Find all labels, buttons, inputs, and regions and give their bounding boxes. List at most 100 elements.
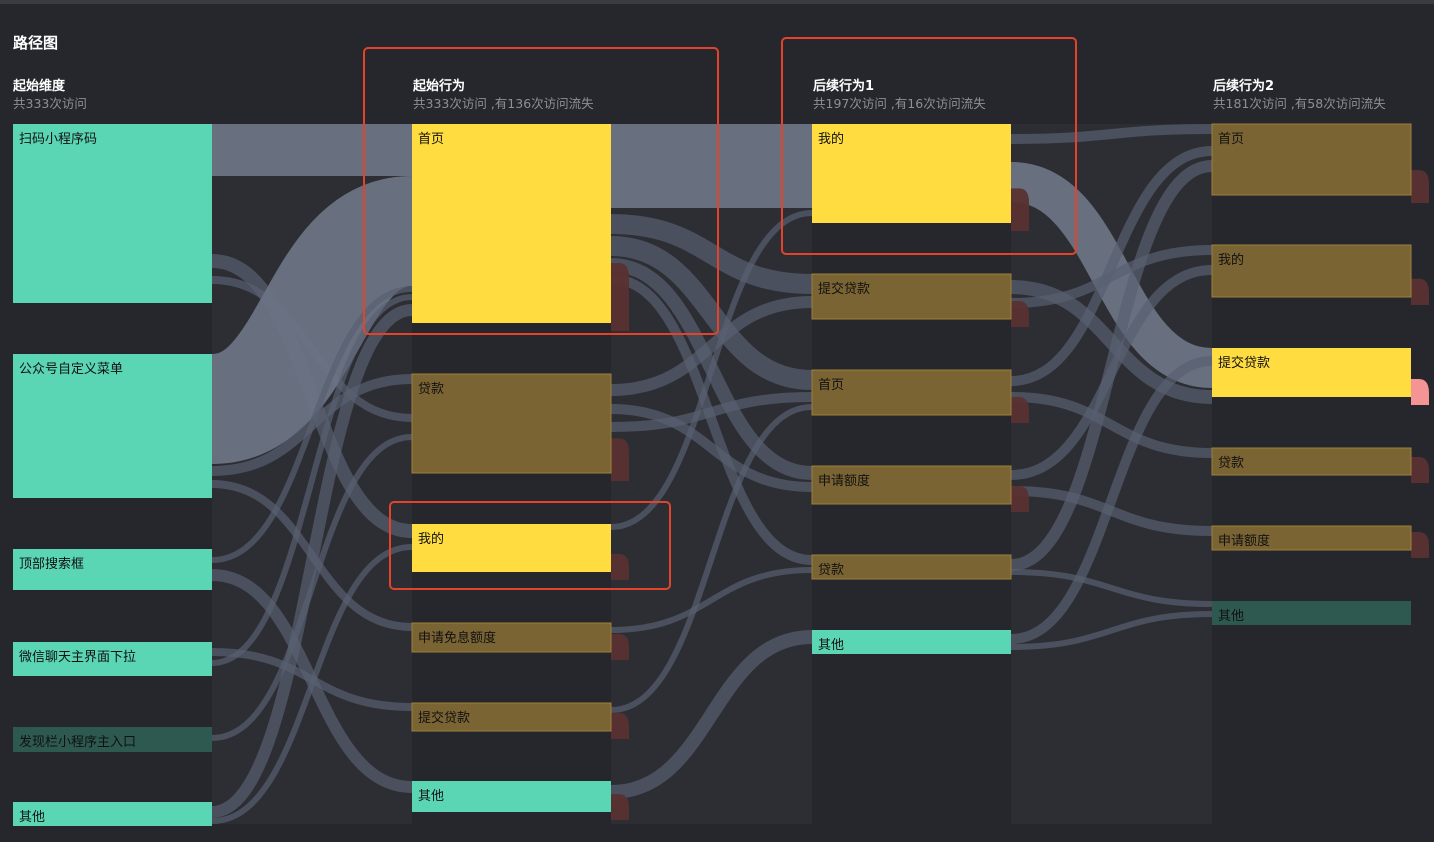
node-rect (411, 702, 612, 732)
top-bar (0, 0, 1434, 4)
node-label: 贷款 (1218, 456, 1244, 471)
flow-link (610, 210, 813, 530)
churn-tail (1411, 278, 1429, 305)
annotation-box (781, 37, 1077, 255)
sankey-node[interactable]: 首页 (1211, 123, 1412, 196)
flow-link (610, 296, 813, 396)
column-header-1: 起始行为 共333次访问 ,有136次访问流失 (413, 78, 594, 113)
churn-tail (1411, 457, 1429, 483)
node-label: 其他 (1218, 609, 1244, 624)
node-label: 其他 (418, 789, 444, 804)
node-rect (1211, 447, 1412, 476)
node-rect (412, 124, 611, 323)
annotation-box (389, 501, 671, 590)
node-label: 首页 (1218, 132, 1244, 147)
node-rect (811, 369, 1012, 416)
flow-link (610, 236, 813, 390)
sankey-node[interactable]: 提交贷款 (1212, 348, 1411, 397)
sankey-node[interactable]: 扫码小程序码 (13, 124, 212, 303)
node-label: 顶部搜索框 (19, 557, 84, 572)
flow-link (1010, 611, 1213, 650)
churn-tail (611, 554, 629, 580)
flow-link (610, 392, 813, 432)
node-label: 扫码小程序码 (19, 132, 97, 147)
sankey-node[interactable]: 提交贷款 (411, 702, 612, 732)
flow-link (610, 214, 813, 294)
node-rect (1211, 525, 1412, 551)
flow-link (211, 286, 413, 563)
flow-link (1010, 356, 1213, 644)
sankey-node[interactable]: 贷款 (411, 373, 612, 474)
sankey-node[interactable]: 贷款 (1211, 447, 1412, 476)
sankey-node[interactable]: 我的 (812, 124, 1011, 223)
node-label: 贷款 (818, 563, 844, 578)
flow-link (207, 176, 417, 464)
sankey-node[interactable]: 我的 (412, 524, 611, 572)
node-label: 其他 (19, 810, 45, 825)
sankey-node[interactable]: 其他 (412, 781, 611, 812)
churn-tail (611, 438, 629, 481)
node-label: 申请额度 (818, 473, 870, 489)
sankey-node[interactable]: 申请免息额度 (411, 622, 612, 653)
node-rect (13, 727, 212, 752)
column-title: 后续行为2 (1213, 79, 1275, 94)
sankey-node[interactable]: 其他 (1212, 601, 1411, 625)
node-rect (811, 554, 1012, 580)
links-layer (207, 123, 1214, 824)
sankey-node[interactable]: 发现栏小程序主入口 (13, 727, 212, 752)
node-label: 发现栏小程序主入口 (19, 734, 136, 750)
column-header-3: 后续行为2 共181次访问 ,有58次访问流失 (1213, 78, 1386, 113)
node-label: 提交贷款 (1218, 355, 1270, 371)
column-subtitle: 共181次访问 ,有58次访问流失 (1213, 96, 1386, 111)
annotation-layer (363, 37, 1077, 590)
node-label: 首页 (818, 378, 844, 393)
flow-link (610, 404, 813, 713)
sankey-node[interactable]: 首页 (412, 124, 611, 323)
column-header-2: 后续行为1 共197次访问 ,有16次访问流失 (813, 78, 986, 113)
churn-tail (1411, 170, 1429, 203)
node-rect (812, 630, 1011, 654)
sankey-node[interactable]: 其他 (13, 802, 212, 826)
sankey-node[interactable]: 顶部搜索框 (13, 549, 212, 590)
flow-link (1010, 146, 1213, 386)
churn-tail (1011, 397, 1029, 423)
node-rect (13, 802, 212, 826)
node-label: 其他 (818, 638, 844, 653)
node-rect (13, 642, 212, 676)
sankey-node[interactable]: 提交贷款 (811, 273, 1012, 320)
node-rect (812, 124, 1011, 223)
node-rect (412, 524, 611, 572)
sankey-node[interactable]: 公众号自定义菜单 (13, 354, 212, 498)
flow-link (211, 544, 413, 824)
flow-link (1010, 569, 1213, 607)
nodes-layer: 扫码小程序码公众号自定义菜单顶部搜索框微信聊天主界面下拉发现栏小程序主入口其他首… (13, 123, 1412, 826)
churn-tail (1411, 379, 1429, 405)
sankey-node[interactable]: 我的 (1211, 244, 1412, 298)
flow-link (1010, 160, 1213, 571)
churn-tail (1011, 486, 1029, 512)
sankey-node[interactable]: 首页 (811, 369, 1012, 416)
sankey-node[interactable]: 贷款 (811, 554, 1012, 580)
sankey-node[interactable]: 申请额度 (811, 465, 1012, 505)
sankey-node[interactable]: 申请额度 (1211, 525, 1412, 551)
node-rect (811, 465, 1012, 505)
churn-layer (611, 170, 1429, 820)
node-label: 微信聊天主界面下拉 (19, 650, 136, 665)
node-rect (13, 354, 212, 498)
node-rect (1212, 601, 1411, 625)
churn-tail (611, 794, 629, 820)
flow-link (610, 630, 813, 799)
churn-tail (1411, 532, 1429, 558)
node-rect (811, 273, 1012, 320)
sankey-node[interactable]: 其他 (812, 630, 1011, 654)
flow-link (610, 274, 813, 565)
sankey-node[interactable]: 微信聊天主界面下拉 (13, 642, 212, 676)
node-rect (412, 781, 611, 812)
column-title: 后续行为1 (813, 79, 875, 94)
node-label: 我的 (818, 131, 844, 147)
node-rect (411, 373, 612, 474)
flow-link (1010, 392, 1213, 458)
node-rect (1211, 123, 1412, 196)
column-title: 起始维度 (13, 79, 66, 94)
